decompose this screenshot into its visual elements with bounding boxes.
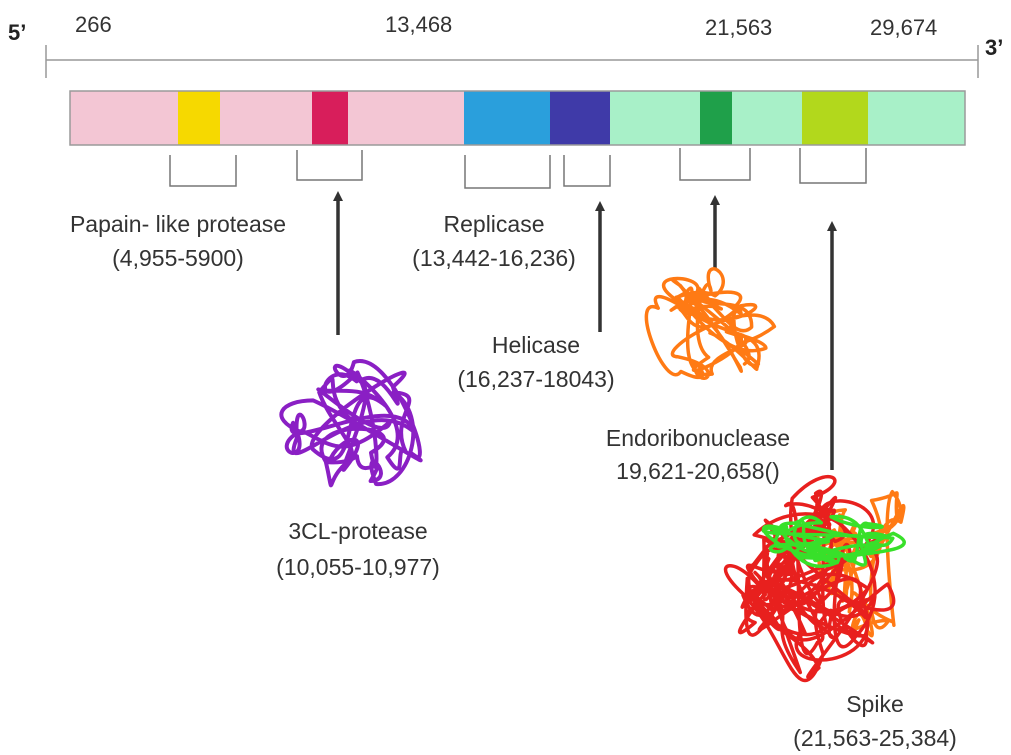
bracket-replicase xyxy=(464,155,551,189)
papain-label: Papain- like protease xyxy=(70,211,286,237)
spike-range: (21,563-25,384) xyxy=(793,725,957,751)
region-brackets xyxy=(169,148,867,189)
helicase-label: Helicase xyxy=(492,332,580,358)
papain-range: (4,955-5900) xyxy=(112,245,244,271)
segment-pp1a-region-2 xyxy=(220,91,312,145)
segment-helicase-block xyxy=(550,91,610,145)
genome-bar xyxy=(69,90,966,146)
bracket-endo xyxy=(679,148,751,181)
replicase-label: Replicase xyxy=(444,211,545,237)
bracket-helicase xyxy=(563,155,611,187)
spike-coil-green xyxy=(761,515,906,568)
genome-axis xyxy=(45,45,979,78)
segment-replicase-block xyxy=(464,91,550,145)
segment-spike-block xyxy=(802,91,868,145)
3cl-protease-structure xyxy=(279,359,423,488)
segment-nsp-yellow xyxy=(178,91,220,145)
segment-pp1b-region-1 xyxy=(610,91,700,145)
segment-pp1b-region-2 xyxy=(732,91,802,145)
3cl-range: (10,055-10,977) xyxy=(276,554,440,580)
segment-pp1a-region-3 xyxy=(348,91,464,145)
3cl-coil xyxy=(279,359,423,488)
segment-pp1a-region-1 xyxy=(70,91,178,145)
three-prime-label: 3’ xyxy=(985,35,1003,60)
five-prime-label: 5’ xyxy=(8,20,26,45)
bracket-papain xyxy=(169,155,237,187)
arrows xyxy=(333,191,837,470)
tick-266: 266 xyxy=(75,12,112,37)
bracket-3cl xyxy=(296,150,363,181)
spike-label: Spike xyxy=(846,691,904,717)
endo-range: 19,621-20,658() xyxy=(616,458,780,484)
endo-label: Endoribonuclease xyxy=(606,425,790,451)
replicase-range: (13,442-16,236) xyxy=(412,245,576,271)
endo-coil xyxy=(644,267,777,380)
helicase-range: (16,237-18043) xyxy=(457,366,614,392)
segment-endoribonuclease-block xyxy=(700,91,732,145)
tick-21563: 21,563 xyxy=(705,15,772,40)
tick-13468: 13,468 xyxy=(385,12,452,37)
spike-structure xyxy=(723,474,906,683)
3cl-label: 3CL-protease xyxy=(288,518,427,544)
tick-29674: 29,674 xyxy=(870,15,937,40)
spike-coil-red xyxy=(723,474,896,683)
segment-nsp-crimson xyxy=(312,91,348,145)
endoribonuclease-structure xyxy=(644,267,777,380)
segment-tail-region xyxy=(868,91,965,145)
bracket-spike xyxy=(799,148,867,184)
